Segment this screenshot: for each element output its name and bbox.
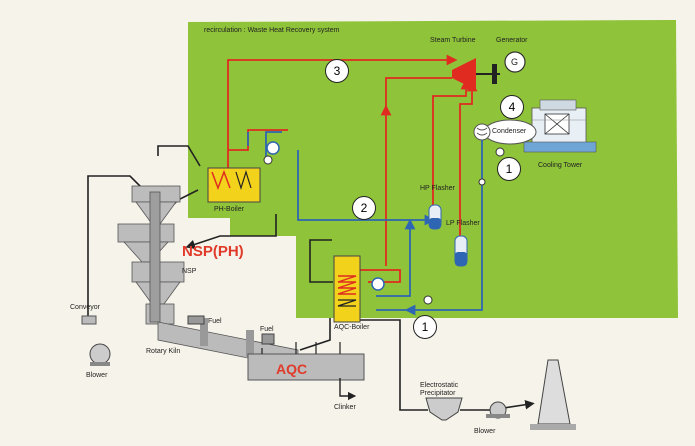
generator-icon — [504, 51, 526, 73]
aqc-boiler-label: AQC-Boiler — [334, 324, 370, 331]
callout-1-bottom: 1 — [413, 315, 437, 339]
chimney-icon — [537, 359, 571, 425]
blower-label-2: Blower — [474, 428, 496, 435]
conveyor-label: Conveyor — [70, 304, 100, 311]
clinker-label: Clinker — [334, 404, 356, 411]
ph-pump-icon — [263, 155, 273, 165]
diagram-title: recirculation : Waste Heat Recovery syst… — [204, 27, 340, 34]
esp-label-line1: Electrostatic — [420, 382, 459, 389]
fuel-label-2: Fuel — [260, 326, 274, 333]
nsp-label: NSP — [182, 268, 197, 275]
conveyor-icon — [81, 315, 97, 325]
fuel-burner-2 — [261, 333, 275, 345]
callout-4: 4 — [500, 95, 524, 119]
blower-icon-2 — [486, 401, 510, 419]
preheater-tower-icon — [117, 185, 185, 325]
ph-boiler-label: PH-Boiler — [214, 206, 244, 213]
callout-2: 2 — [352, 196, 376, 220]
esp-label-line2: Precipitator — [420, 390, 456, 397]
blower-icon-1 — [89, 343, 111, 366]
hp-pump-icon — [478, 178, 486, 186]
aqc-boiler-icon — [333, 255, 385, 323]
steam-turbine-label: Steam Turbine — [430, 37, 476, 44]
lp-flasher-label: LP Flasher — [446, 220, 480, 227]
cooling-tower-label: Cooling Tower — [538, 162, 583, 169]
condenser-label: Condenser — [492, 128, 527, 135]
condenser-pump-icon — [495, 147, 505, 157]
aqc-cooler-icon — [247, 353, 365, 381]
fuel-burner-1 — [187, 315, 205, 325]
callout-1-top: 1 — [497, 157, 521, 181]
water-lines — [247, 131, 483, 316]
generator-label: Generator — [496, 37, 528, 44]
lp-flasher-icon — [454, 235, 468, 267]
ph-boiler-icon — [207, 141, 280, 203]
generator-symbol: G — [511, 57, 519, 67]
blower-label-1: Blower — [86, 372, 108, 379]
condenser-icon — [473, 119, 537, 145]
aqc-label: AQC — [276, 361, 308, 377]
aqc-pump-icon — [423, 295, 433, 305]
fuel-label-1: Fuel — [208, 318, 222, 325]
rotary-kiln-label: Rotary Kiln — [146, 348, 181, 355]
hp-flasher-icon — [428, 204, 442, 230]
electrostatic-precipitator-icon — [425, 397, 463, 421]
nsp-ph-label: NSP(PH) — [182, 243, 244, 260]
hp-flasher-label: HP Flasher — [420, 185, 455, 192]
cooling-tower-icon — [523, 99, 597, 153]
callout-3: 3 — [325, 59, 349, 83]
